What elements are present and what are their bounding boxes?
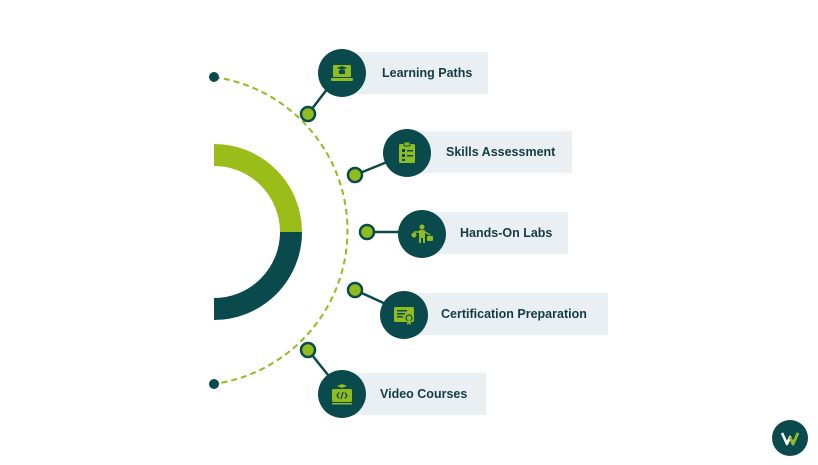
brand-w-logo-icon bbox=[772, 420, 808, 456]
item-certification-preparation: Certification Preparation bbox=[403, 293, 608, 335]
robot-scale-icon bbox=[398, 210, 446, 258]
clipboard-checklist-icon bbox=[383, 129, 431, 177]
item-label: Certification Preparation bbox=[441, 307, 587, 321]
item-label: Skills Assessment bbox=[446, 145, 556, 159]
arc-node bbox=[299, 105, 376, 359]
item-label: Video Courses bbox=[380, 387, 468, 401]
arc-endpoint-top bbox=[209, 72, 219, 82]
item-label: Hands-On Labs bbox=[460, 226, 553, 240]
item-label: Learning Paths bbox=[382, 66, 473, 80]
ring-teal-segment bbox=[213, 231, 302, 320]
ring-green-segment bbox=[213, 144, 302, 233]
laptop-learning-icon bbox=[318, 49, 366, 97]
item-learning-paths: Learning Paths bbox=[342, 52, 488, 94]
item-skills-assessment: Skills Assessment bbox=[406, 131, 572, 173]
dashed-arc bbox=[213, 76, 349, 385]
certificate-icon bbox=[380, 291, 428, 339]
arc-endpoint-bottom bbox=[209, 379, 219, 389]
video-code-icon bbox=[318, 370, 366, 418]
item-video-courses: Video Courses bbox=[342, 373, 486, 415]
